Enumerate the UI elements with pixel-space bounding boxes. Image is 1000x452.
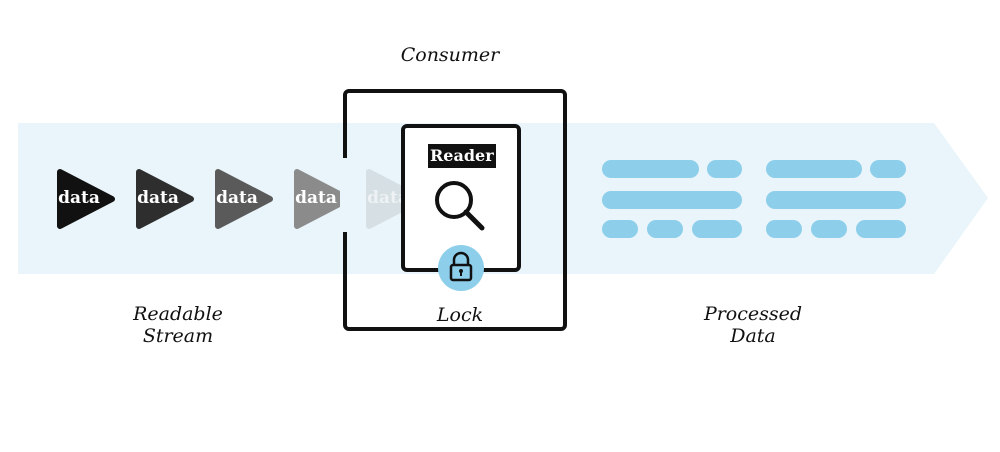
data-chunk-label: data — [367, 188, 409, 208]
consumer-title: Consumer — [400, 44, 500, 66]
processed-data-bar — [692, 220, 742, 238]
lock-label: Lock — [436, 304, 484, 326]
processed-data-bar — [856, 220, 906, 238]
readable-stream-label-line-1: Readable — [133, 303, 223, 325]
processed-data-label-line-2: Data — [730, 325, 776, 347]
consumer-opening — [340, 158, 352, 232]
processed-data-bar — [766, 191, 906, 209]
processed-data-bar — [870, 160, 906, 178]
processed-data-bar — [707, 160, 742, 178]
processed-data-label: Processed Data — [683, 303, 823, 347]
data-chunk-5: data — [363, 168, 427, 230]
lock-icon — [438, 245, 484, 291]
processed-data-label-line-1: Processed — [703, 303, 803, 325]
data-chunk-1: data — [54, 168, 118, 230]
data-chunk-4: data — [291, 168, 355, 230]
data-chunk-label: data — [295, 188, 337, 208]
processed-data-bar — [766, 160, 862, 178]
data-chunk-2: data — [133, 168, 197, 230]
data-chunk-3: data — [212, 168, 276, 230]
readable-stream-label: Readable Stream — [108, 303, 248, 347]
processed-data-bar — [811, 220, 847, 238]
readable-stream-label-line-2: Stream — [142, 325, 214, 347]
processed-data-bar — [647, 220, 683, 238]
search-icon — [435, 181, 485, 231]
data-chunk-label: data — [58, 188, 100, 208]
processed-data-bar — [602, 191, 742, 209]
data-chunk-label: data — [216, 188, 258, 208]
processed-data-bar — [602, 160, 699, 178]
processed-data-bar — [766, 220, 802, 238]
reader-label: Reader — [428, 144, 496, 168]
data-chunk-label: data — [137, 188, 179, 208]
processed-data-bar — [602, 220, 638, 238]
